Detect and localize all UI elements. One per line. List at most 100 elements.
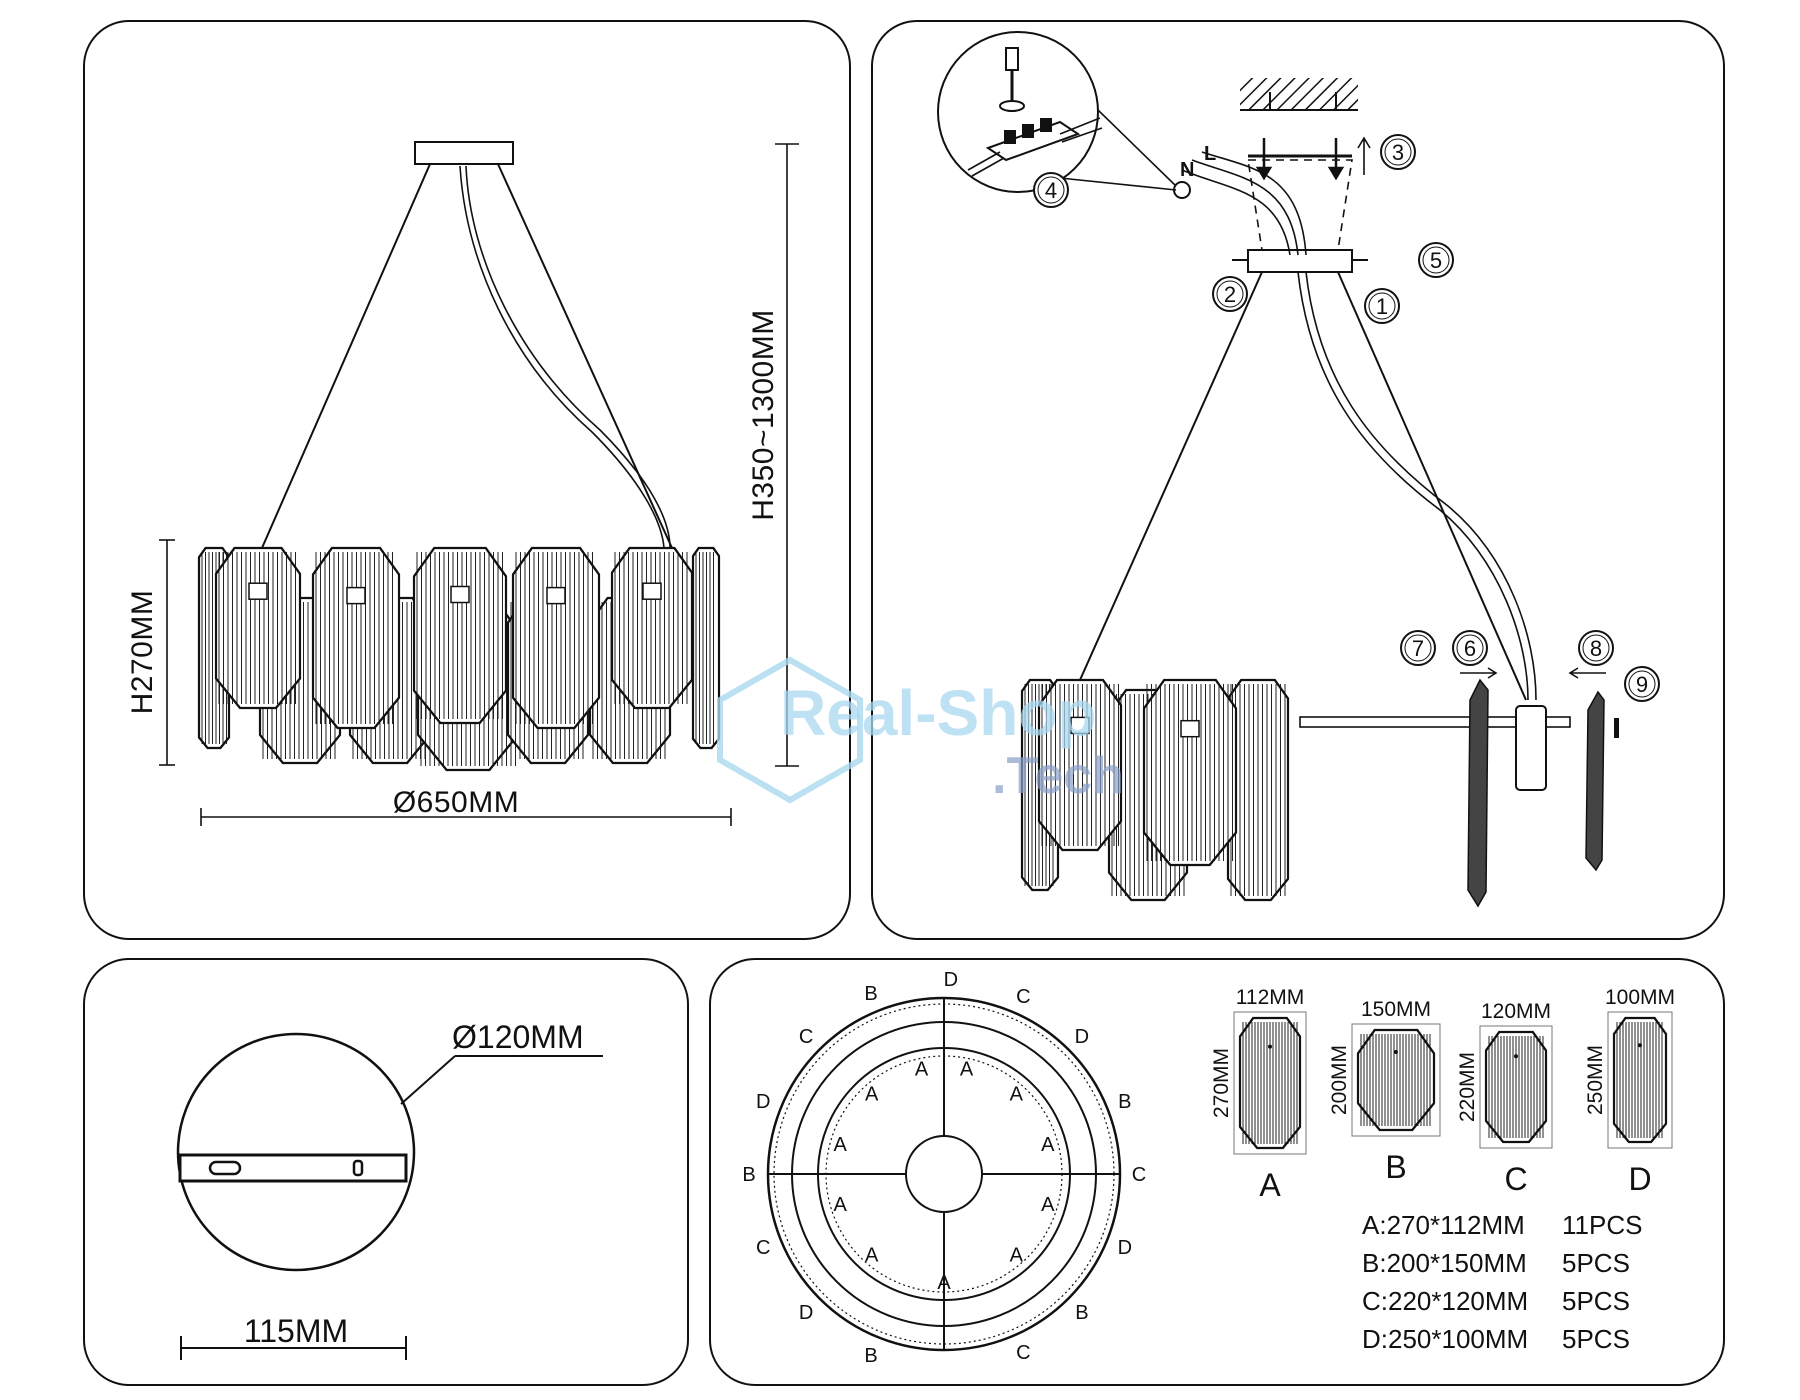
canopy-plate-circle <box>176 1032 416 1272</box>
crystal-panel <box>412 546 508 725</box>
power-cord <box>1297 271 1529 701</box>
mounting-bracket-outline <box>1247 159 1353 251</box>
lamp-holder <box>1515 705 1547 791</box>
crystal-panel <box>311 546 401 730</box>
ring-label-inner: A <box>1010 1084 1024 1106</box>
hole-span-label: 115MM <box>244 1313 348 1349</box>
svg-text:7: 7 <box>1412 636 1424 661</box>
ring-label-inner: A <box>834 1134 848 1156</box>
terminal-detail-circle <box>937 31 1099 193</box>
suspension-cable <box>1079 271 1263 681</box>
ring-label-outer: B <box>742 1164 755 1186</box>
watermark-text-1: Real-Shop <box>780 677 1096 749</box>
screw-icon <box>1327 138 1345 181</box>
body-height-label: H270MM <box>126 590 159 715</box>
ring-label-outer: B <box>1075 1302 1088 1324</box>
ring-label-outer: D <box>944 969 958 991</box>
spec-qty: 5PCS <box>1562 1324 1630 1354</box>
svg-text:5: 5 <box>1430 248 1442 273</box>
crystal-panel <box>214 546 302 710</box>
step-badge-2: 2 <box>1212 276 1248 312</box>
panel-thumb-B: 150MM 200MM B <box>1328 998 1441 1185</box>
ring-label-inner: A <box>1041 1194 1055 1216</box>
svg-text:6: 6 <box>1464 636 1476 661</box>
screw-hole <box>352 1159 364 1177</box>
step-badge-7: 7 <box>1400 630 1436 666</box>
panel-thumb-C: 120MM 220MM C <box>1456 1000 1553 1197</box>
panel-letter: A <box>1259 1167 1281 1203</box>
ring-label-outer: C <box>1016 1342 1030 1364</box>
svg-text:9: 9 <box>1636 672 1648 697</box>
panel-height-label: 200MM <box>1328 1045 1351 1115</box>
total-height-label: H350~1300MM <box>747 309 780 520</box>
ring-label-outer: D <box>756 1091 770 1113</box>
ring-label-inner: A <box>834 1194 848 1216</box>
panel-height-label: 220MM <box>1456 1052 1479 1122</box>
ring-label-inner: A <box>915 1058 929 1080</box>
crystal-panel <box>1142 678 1238 867</box>
ring-label-inner: A <box>1041 1134 1055 1156</box>
ring-label-outer: B <box>1118 1091 1131 1113</box>
hexagon-logo-icon <box>717 656 863 804</box>
ring-label-outer: D <box>799 1302 813 1324</box>
leader-line <box>400 1055 456 1105</box>
panel-thumb-D: 100MM 250MM D <box>1584 986 1675 1197</box>
svg-text:8: 8 <box>1590 636 1602 661</box>
panel-width-label: 120MM <box>1481 1000 1551 1023</box>
panel-letter: D <box>1628 1161 1651 1197</box>
panel-width-label: 150MM <box>1361 998 1431 1021</box>
panel-height-label: 270MM <box>1210 1048 1233 1118</box>
step-badge-3: 3 <box>1380 134 1416 170</box>
spec-size: C:220*120MM <box>1362 1286 1528 1316</box>
spec-row: C:220*120MM 5PCS <box>1362 1286 1630 1316</box>
svg-text:1: 1 <box>1376 294 1388 319</box>
chandelier-body <box>197 546 721 772</box>
frame-arm <box>1299 716 1571 728</box>
panel-width-label: 100MM <box>1605 986 1675 1009</box>
ring-label-outer: B <box>864 1345 877 1367</box>
ring-label-outer: C <box>799 1026 813 1048</box>
ring-label-inner: A <box>937 1272 951 1294</box>
chandelier-body-partial <box>1020 678 1290 902</box>
ceiling-canopy <box>414 141 514 165</box>
svg-text:3: 3 <box>1392 140 1404 165</box>
step-badge-1: 1 <box>1364 288 1400 324</box>
panel-letter: B <box>1385 1149 1406 1185</box>
arrow-up-icon <box>1357 136 1371 175</box>
crystal-panel-exploded <box>1467 678 1489 908</box>
clip-icon <box>1614 718 1619 738</box>
ceiling-hatch <box>1240 78 1358 110</box>
panel-height-label: 250MM <box>1584 1045 1607 1115</box>
ring-label-inner: A <box>865 1244 879 1266</box>
suspension-cable <box>261 163 431 549</box>
ring-label-outer: D <box>1075 1026 1089 1048</box>
svg-text:2: 2 <box>1224 282 1236 307</box>
step-badge-5: 5 <box>1418 242 1454 278</box>
wire <box>1181 169 1291 256</box>
power-cord <box>465 165 671 549</box>
step-badge-9: 9 <box>1624 666 1660 702</box>
panel-width-label: 112MM <box>1236 986 1304 1009</box>
canopy-diameter-label: Ø120MM <box>452 1019 584 1055</box>
ring-label-inner: A <box>865 1084 879 1106</box>
spec-qty: 5PCS <box>1562 1248 1630 1278</box>
crystal-panel <box>1037 678 1123 852</box>
terminal-block-icon <box>967 47 1103 177</box>
ring-label-inner: A <box>1010 1244 1024 1266</box>
panel-letter: C <box>1504 1161 1527 1197</box>
step-badge-8: 8 <box>1578 630 1614 666</box>
neutral-wire-label: N <box>1180 159 1194 181</box>
crystal-panel <box>1226 678 1290 902</box>
crystal-panel <box>691 546 721 750</box>
ring-layout-diagram <box>766 996 1122 1352</box>
spec-qty: 5PCS <box>1562 1286 1630 1316</box>
ring-label-inner: A <box>960 1058 974 1080</box>
crystal-panel <box>610 546 694 710</box>
